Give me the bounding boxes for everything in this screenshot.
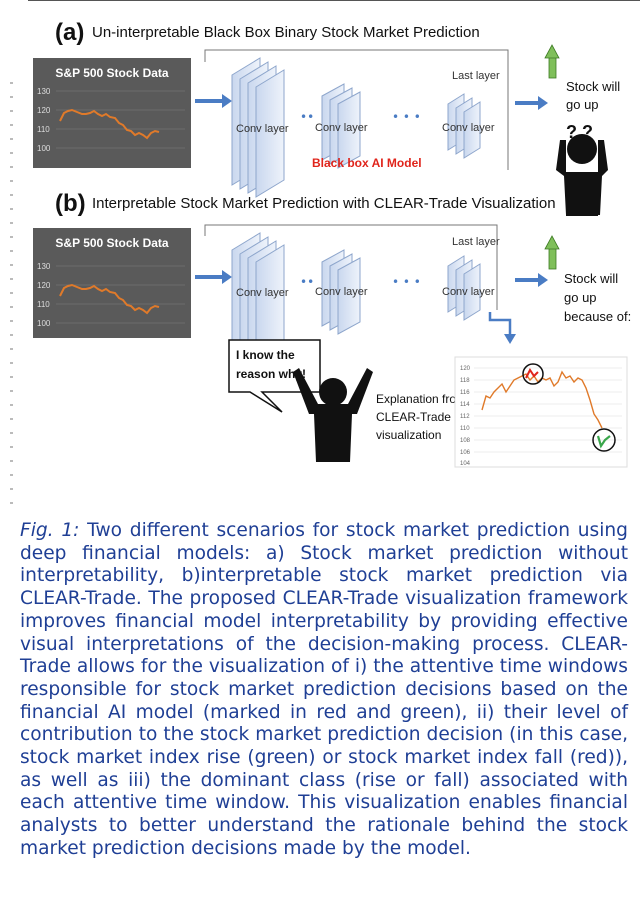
- caption-text: Two different scenarios for stock market…: [20, 520, 628, 859]
- explain-ytick: 114: [460, 402, 470, 408]
- panel-b-ytick: 120: [37, 281, 51, 290]
- explain-ytick: 106: [460, 450, 471, 456]
- panel-b-frame: [204, 224, 498, 310]
- panel-b-prediction-line1: Stock will: [564, 271, 618, 286]
- panel-b-explanation-line3: visualization: [376, 428, 441, 442]
- panel-a-ytick: 130: [37, 87, 51, 96]
- explain-ytick: 108: [460, 438, 471, 444]
- panel-a-stock-line: [59, 108, 160, 140]
- panel-a-ytick: 120: [37, 106, 51, 115]
- panel-a-confused-person-icon: [556, 134, 608, 216]
- panel-a-title: Un-interpretable Black Box Binary Stock …: [92, 24, 480, 41]
- panel-b-last-layer-stack: [447, 255, 481, 321]
- panel-b-conv-label-2: Conv layer: [315, 286, 368, 298]
- panel-b-up-arrow-icon: [544, 235, 560, 270]
- panel-a-frame: [204, 49, 509, 170]
- panel-a-last-layer-label: Last layer: [452, 70, 500, 82]
- panel-b-dots-small: ••: [300, 275, 314, 289]
- panel-a-ytick: 110: [37, 125, 50, 134]
- panel-a-conv-stack-2: [321, 83, 361, 169]
- panel-b-speech-line1: I know the: [236, 348, 295, 362]
- panel-b-label: (b): [55, 190, 86, 217]
- panel-b-conv-label-1: Conv layer: [236, 287, 289, 299]
- panel-b-speech-bubble: [228, 339, 321, 413]
- panel-b-ytick: 100: [37, 319, 51, 328]
- figure-1: (a) Un-interpretable Black Box Binary St…: [33, 19, 631, 468]
- figure-caption: Fig. 1: Two different scenarios for stoc…: [20, 520, 628, 861]
- panel-b-dots-large: • • •: [392, 275, 421, 289]
- panel-b-stock-line: [59, 283, 160, 315]
- explain-line-red: [525, 368, 539, 379]
- panel-b-conv-label-3: Conv layer: [442, 286, 495, 298]
- explain-ytick: 120: [460, 366, 471, 372]
- panel-b-explanation-chart: 120 118 116 114 112 110 108 106 104: [454, 356, 628, 468]
- explain-ytick: 104: [460, 461, 471, 467]
- caption-lead: Fig. 1:: [20, 520, 80, 541]
- panel-b-speech-line2: reason why!: [236, 367, 306, 381]
- panel-b-explanation-line1: Explanation from: [376, 392, 466, 406]
- explain-red-circle: [522, 363, 544, 385]
- panel-a-question-marks: ? ?: [566, 122, 593, 142]
- panel-a-chart-title: S&P 500 Stock Data: [55, 66, 168, 80]
- panel-a-conv-label-3: Conv layer: [442, 122, 495, 134]
- explain-ytick: 116: [460, 390, 470, 396]
- explain-green-circle: [592, 428, 616, 452]
- panel-b-title: Interpretable Stock Market Prediction wi…: [92, 195, 556, 212]
- explain-line-green: [596, 435, 611, 449]
- panel-a-arrow-1: [195, 94, 232, 108]
- panel-a-conv-label-2: Conv layer: [315, 122, 368, 134]
- panel-a-last-layer-stack: [447, 93, 481, 159]
- panel-b-explanation-line2: CLEAR-Trade: [376, 410, 451, 424]
- panel-b-ytick: 110: [37, 300, 50, 309]
- panel-a-conv-stack-1: [231, 57, 285, 198]
- panel-b-prediction-line3: because of:: [564, 309, 631, 324]
- panel-a-dots-large: • • •: [392, 110, 421, 124]
- panel-a-conv-label-1: Conv layer: [236, 123, 289, 135]
- panel-a-stock-chart: S&P 500 Stock Data 130 120 110 100: [33, 58, 191, 168]
- left-gutter-text: [10, 70, 13, 510]
- panel-b-person-icon: [293, 368, 373, 462]
- panel-a-arrow-2: [515, 96, 548, 110]
- panel-a-up-arrow-icon: [544, 44, 560, 79]
- explain-ytick: 110: [460, 426, 470, 432]
- panel-b-arrow-1: [195, 270, 232, 284]
- page-top-rule: [28, 0, 640, 1]
- explain-ytick: 118: [460, 378, 470, 384]
- panel-b-arrow-2: [515, 273, 548, 287]
- panel-b-prediction-line2: go up: [564, 290, 597, 305]
- panel-a-ytick: 100: [37, 144, 51, 153]
- panel-b-ytick: 130: [37, 262, 51, 271]
- panel-b-bent-arrow: [488, 312, 516, 344]
- explain-ytick: 112: [460, 414, 470, 420]
- panel-b-last-layer-label: Last layer: [452, 236, 500, 248]
- panel-a-prediction-line1: Stock will: [566, 79, 620, 94]
- panel-b-chart-title: S&P 500 Stock Data: [55, 236, 168, 250]
- panel-a-black-box-label: Black box AI Model: [312, 156, 422, 170]
- panel-b-stock-chart: S&P 500 Stock Data 130 120 110 100: [33, 228, 191, 338]
- panel-a-label: (a): [55, 19, 84, 46]
- panel-b-conv-stack-2: [321, 249, 361, 335]
- panel-a-prediction-line2: go up: [566, 97, 599, 112]
- panel-a-dots-small: ••: [300, 110, 314, 124]
